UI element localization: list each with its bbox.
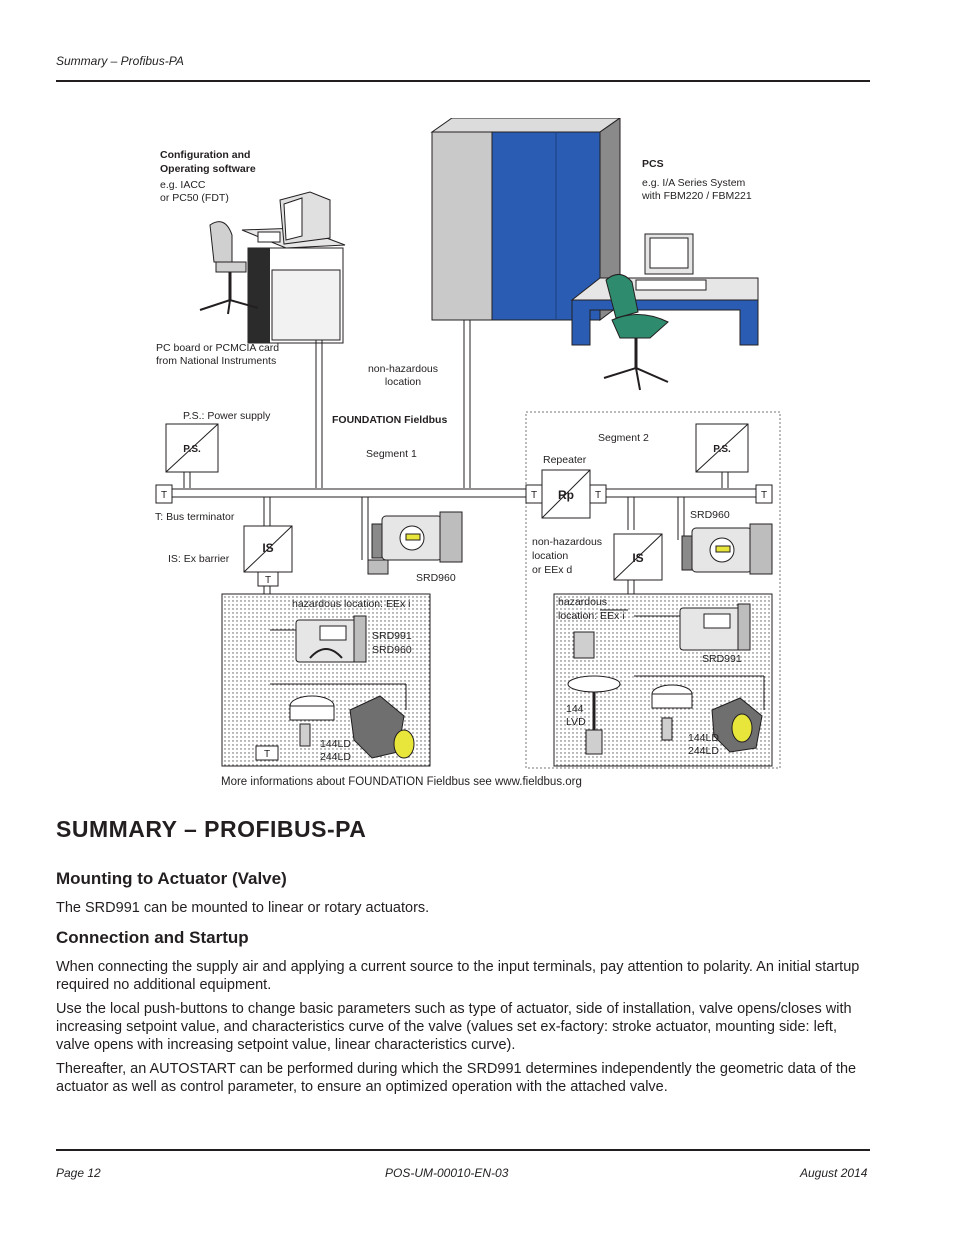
nonhaz-label-1: non-hazardous [368, 363, 438, 375]
144ld-label-right: 144LD [688, 732, 719, 744]
nonhaz2-label-1: non-hazardous [532, 536, 602, 548]
svg-text:Rp: Rp [558, 488, 574, 502]
segment-1-label: Segment 1 [366, 448, 417, 460]
fieldbus-diagram: P.S. P.S. T T T T T Rp IS IS [155, 118, 781, 788]
mounting-heading: Mounting to Actuator (Valve) [56, 869, 287, 888]
svg-text:P.S.: P.S. [713, 444, 731, 455]
bus-terminator-3: T [589, 484, 607, 504]
srd960-device-1 [367, 511, 463, 575]
power-supply-right: P.S. [695, 423, 749, 473]
haz-left-label: hazardous location: EEx i [292, 598, 410, 610]
fieldbus-segment-1 [170, 488, 526, 498]
running-header: Summary – Profibus-PA [56, 54, 184, 68]
pcboard-label-2: from National Instruments [156, 355, 276, 367]
svg-text:T: T [761, 490, 767, 501]
svg-text:T: T [595, 490, 601, 501]
pcs-sub-2: with FBM220 / FBM221 [641, 190, 752, 202]
footer-date: August 2014 [800, 1166, 868, 1180]
pcs-workstation [570, 233, 759, 391]
144lvd-label-2: LVD [566, 716, 586, 728]
pcs-cabinet [430, 118, 621, 321]
config-workstation [199, 191, 346, 344]
bus-terminator-4: T [755, 484, 773, 504]
nonhaz2-label-2: location [532, 550, 568, 562]
144ld-label-left: 144LD [320, 738, 351, 750]
config-sub-1: e.g. IACC [160, 179, 206, 191]
144lvd-label-1: 144 [566, 703, 584, 715]
flowmeter-haz-left [289, 695, 415, 759]
riser-lines [183, 320, 729, 488]
bus-terminator-5: T [257, 571, 279, 587]
bus-terminator-2: T [525, 484, 543, 504]
footer-doc-id: POS-UM-00010-EN-03 [385, 1166, 509, 1180]
haz-right-label-1: hazardous [558, 596, 607, 608]
svg-text:T: T [531, 490, 537, 501]
srd991-device-haz-left [295, 615, 367, 663]
config-title-2: Operating software [160, 163, 256, 175]
connection-paragraph-3: Thereafter, an AUTOSTART can be performe… [56, 1061, 857, 1095]
pcboard-label-1: PC board or PCMCIA card [156, 342, 279, 354]
mounting-text: The SRD991 can be mounted to linear or r… [56, 900, 430, 916]
connection-paragraph-1: When connecting the supply air and apply… [56, 959, 860, 993]
bus-terminator-legend: T: Bus terminator [155, 511, 235, 523]
flowmeter-haz-right [651, 684, 763, 753]
ex-barrier-right: IS [613, 533, 663, 581]
svg-text:T: T [265, 575, 271, 586]
srd991-label-left: SRD991 [372, 630, 412, 642]
bus-terminator-6-label: T [264, 749, 270, 760]
haz-right-label-2: location: EEx i [558, 610, 625, 622]
section-title: Summary – Profibus-PA [56, 816, 367, 842]
header-rule [56, 80, 870, 82]
ps-legend: P.S.: Power supply [183, 410, 271, 422]
srd960-label-2: SRD960 [690, 509, 730, 521]
pcs-title: PCS [642, 158, 664, 170]
svg-text:T: T [161, 490, 167, 501]
power-supply-left: P.S. [165, 423, 219, 473]
config-title-1: Configuration and [160, 149, 250, 161]
244ld-label-right: 244LD [688, 745, 719, 757]
haz-left-wiring [270, 629, 407, 710]
srd991-label-right: SRD991 [702, 653, 742, 665]
ex-barrier-legend: IS: Ex barrier [168, 553, 230, 565]
fieldbus-segment-2 [606, 488, 758, 498]
srd960-label-1: SRD960 [416, 572, 456, 584]
segment-2-outline [525, 411, 781, 769]
svg-text:IS: IS [262, 541, 273, 555]
ff-label: FOUNDATION Fieldbus [332, 414, 447, 426]
244ld-label-left: 244LD [320, 751, 351, 763]
connection-heading: Connection and Startup [56, 928, 249, 947]
srd960-device-2 [681, 523, 773, 575]
srd991-device-haz-right [679, 603, 751, 651]
level-transmitter-144lvd [567, 631, 621, 755]
footer-page-number: Page 12 [56, 1166, 101, 1180]
connection-paragraph-2: Use the local push-buttons to change bas… [56, 1001, 852, 1053]
haz-right-wiring [600, 609, 765, 710]
segment-2-label: Segment 2 [598, 432, 649, 444]
ex-barrier-left: IS [243, 525, 293, 573]
repeater-box: Rp [541, 469, 591, 519]
repeater-label: Repeater [543, 454, 587, 466]
nonhaz-label-2: location [385, 376, 421, 388]
config-sub-2: or PC50 (FDT) [160, 192, 229, 204]
svg-text:IS: IS [632, 551, 643, 565]
bus-terminator-1: T [155, 484, 173, 504]
footer-rule [56, 1149, 870, 1151]
srd960-label-left: SRD960 [372, 644, 412, 656]
pcs-sub-1: e.g. I/A Series System [642, 177, 746, 189]
svg-text:P.S.: P.S. [183, 444, 201, 455]
nonhaz2-label-3: or EEx d [532, 564, 572, 576]
bus-terminator-6 [255, 745, 279, 761]
fieldbus-note: More informations about FOUNDATION Field… [221, 776, 582, 788]
